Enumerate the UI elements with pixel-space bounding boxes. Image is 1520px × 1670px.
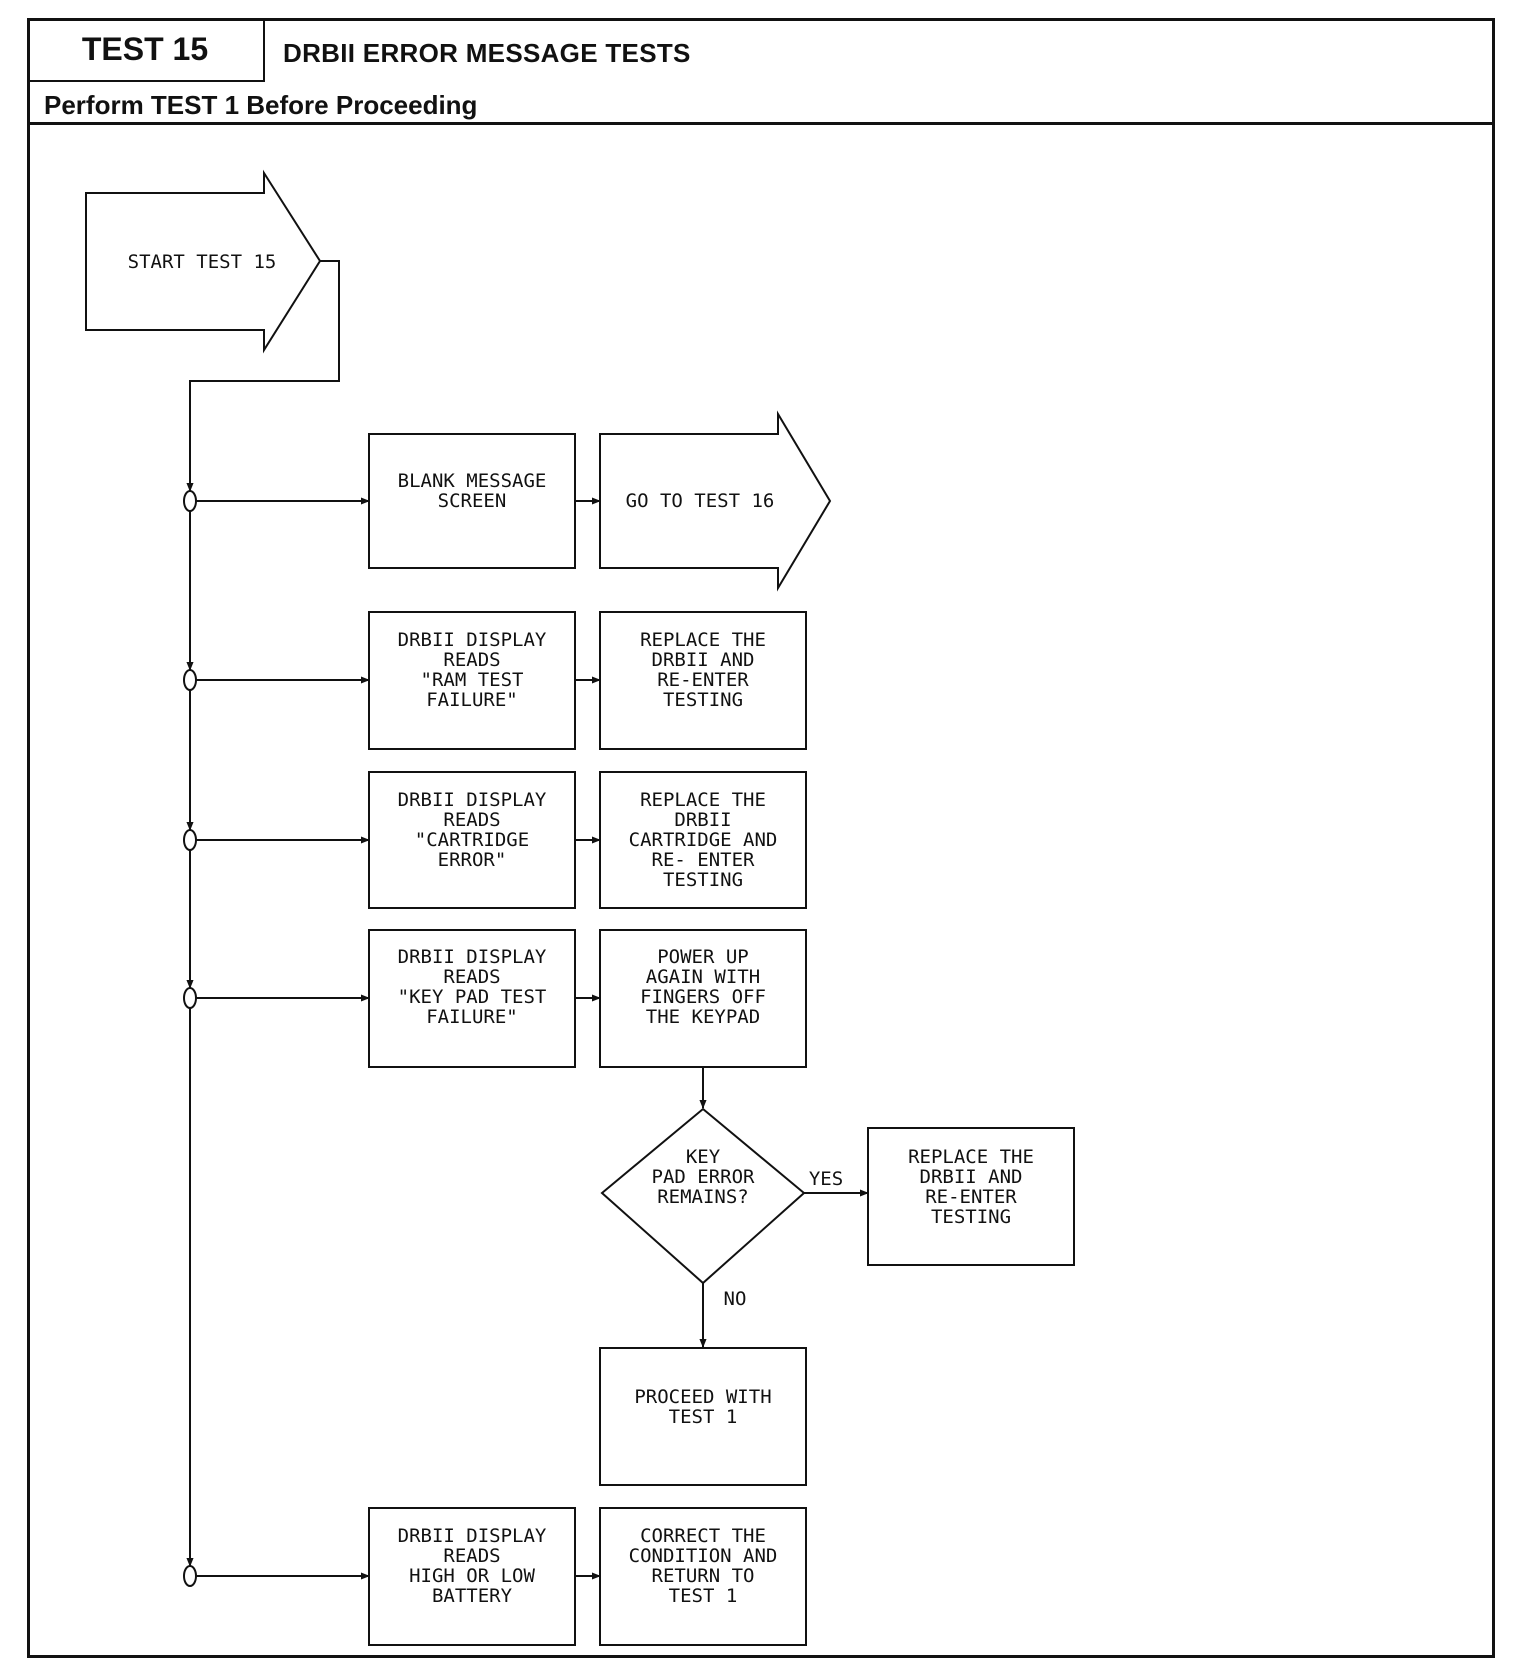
ram-failure-line-2: READS (443, 649, 500, 671)
proceed-box (599, 1347, 807, 1486)
proceed-line-2: TEST 1 (669, 1406, 738, 1428)
keypad-failure-line-3: "KEY PAD TEST (398, 986, 547, 1008)
cartridge-error-line-3: "CARTRIDGE (415, 829, 529, 851)
battery-line-2: READS (443, 1545, 500, 1567)
start-arrow-shape (85, 169, 322, 354)
replace-drbii-box-2 (867, 1127, 1075, 1266)
junction-5 (183, 1565, 197, 1587)
ram-failure-line-4: FAILURE" (426, 689, 518, 711)
page-title: DRBII ERROR MESSAGE TESTS (283, 38, 691, 68)
replace-cartridge-line-5: TESTING (663, 869, 743, 891)
goto16-label: GO TO TEST 16 (626, 490, 775, 512)
junction-3 (183, 829, 197, 851)
test-number-label: TEST 15 (27, 18, 265, 82)
correct-condition-box (599, 1507, 807, 1646)
replace-cartridge-line-2: DRBII (674, 809, 731, 831)
battery-line-1: DRBII DISPLAY (398, 1525, 547, 1547)
replace-drbii-2-line-3: RE-ENTER (925, 1186, 1017, 1208)
page-frame (27, 18, 1495, 1658)
keypad-failure-box (368, 929, 576, 1068)
replace-drbii-2-line-2: DRBII AND (920, 1166, 1023, 1188)
power-up-line-2: AGAIN WITH (646, 966, 760, 988)
battery-line-3: HIGH OR LOW (409, 1565, 535, 1587)
start-label: START TEST 15 (128, 251, 277, 273)
keypad-failure-line-4: FAILURE" (426, 1006, 518, 1028)
junction-2 (183, 669, 197, 691)
keypad-failure-line-2: READS (443, 966, 500, 988)
decision-line-1: KEY (686, 1146, 721, 1168)
replace-drbii-box-1 (599, 611, 807, 750)
yes-label: YES (809, 1168, 843, 1190)
power-up-line-3: FINGERS OFF (640, 986, 766, 1008)
replace-drbii-1-line-1: REPLACE THE (640, 629, 766, 651)
keypad-failure-line-1: DRBII DISPLAY (398, 946, 547, 968)
cartridge-error-box (368, 771, 576, 909)
no-label: NO (724, 1288, 747, 1310)
junction-4 (183, 987, 197, 1009)
battery-line-4: BATTERY (432, 1585, 513, 1607)
replace-drbii-2-line-4: TESTING (931, 1206, 1011, 1228)
cartridge-error-line-1: DRBII DISPLAY (398, 789, 547, 811)
correct-line-3: RETURN TO (652, 1565, 755, 1587)
proceed-line-1: PROCEED WITH (634, 1386, 771, 1408)
goto16-arrow-shape (599, 410, 832, 592)
replace-drbii-1-line-2: DRBII AND (652, 649, 755, 671)
cartridge-error-line-4: ERROR" (438, 849, 507, 871)
power-up-line-4: THE KEYPAD (646, 1006, 760, 1028)
header-divider (27, 122, 1495, 125)
replace-cartridge-line-4: RE- ENTER (652, 849, 756, 871)
prerequisite-note: Perform TEST 1 Before Proceeding (44, 90, 478, 120)
replace-cartridge-box (599, 771, 807, 909)
power-up-line-1: POWER UP (657, 946, 749, 968)
power-up-box (599, 929, 807, 1068)
junction-1 (183, 490, 197, 512)
decision-line-2: PAD ERROR (652, 1166, 756, 1188)
battery-box (368, 1507, 576, 1646)
ram-failure-line-3: "RAM TEST (421, 669, 524, 691)
replace-drbii-1-line-4: TESTING (663, 689, 743, 711)
replace-cartridge-line-1: REPLACE THE (640, 789, 766, 811)
correct-line-4: TEST 1 (669, 1585, 738, 1607)
blank-screen-line-2: SCREEN (438, 490, 507, 512)
correct-line-2: CONDITION AND (629, 1545, 778, 1567)
replace-drbii-1-line-3: RE-ENTER (657, 669, 749, 691)
ram-failure-line-1: DRBII DISPLAY (398, 629, 547, 651)
replace-drbii-2-line-1: REPLACE THE (908, 1146, 1034, 1168)
decision-line-3: REMAINS? (657, 1186, 749, 1208)
replace-cartridge-line-3: CARTRIDGE AND (629, 829, 778, 851)
blank-screen-box (368, 433, 576, 569)
cartridge-error-line-2: READS (443, 809, 500, 831)
correct-line-1: CORRECT THE (640, 1525, 766, 1547)
blank-screen-line-1: BLANK MESSAGE (398, 470, 547, 492)
